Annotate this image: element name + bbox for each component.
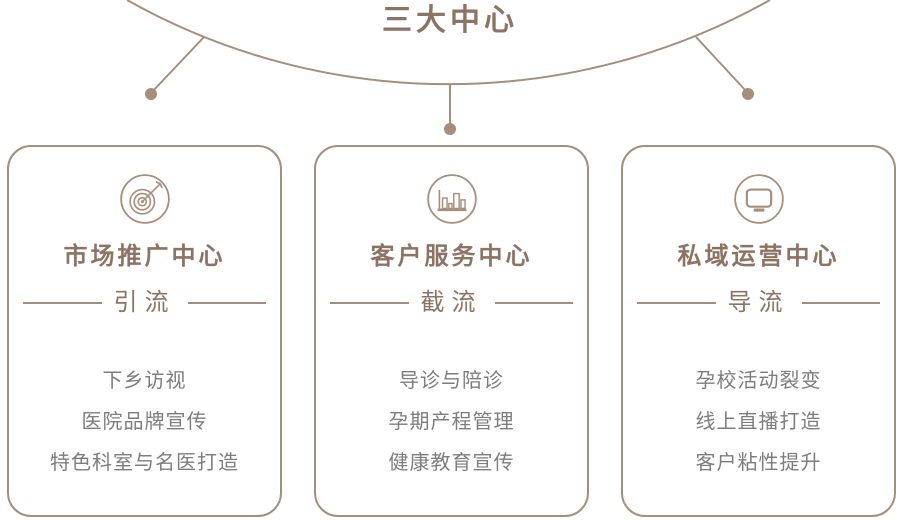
- bar-chart-icon: [426, 174, 477, 224]
- divider-left-line: [23, 302, 102, 304]
- card-customer-service-center: 客户服务中心 截流 导诊与陪诊 孕期产程管理 健康教育宣传: [314, 145, 589, 517]
- divider-left-line: [637, 302, 716, 304]
- card-tag: 引流: [113, 289, 176, 316]
- card-title: 客户服务中心: [370, 243, 533, 270]
- card-tag-divider: 引流: [9, 288, 280, 318]
- list-item: 导诊与陪诊: [399, 370, 504, 392]
- card-item-list: 导诊与陪诊 孕期产程管理 健康教育宣传: [389, 370, 515, 475]
- page-title: 三大中心: [382, 4, 518, 37]
- card-title: 市场推广中心: [63, 243, 226, 270]
- monitor-icon: [733, 174, 784, 224]
- arc-line: [126, 0, 771, 86]
- target-arrow-icon: [119, 174, 170, 224]
- list-item: 下乡访视: [102, 370, 187, 392]
- card-marketing-center: 市场推广中心 引流 下乡访视 医院品牌宣传 特色科室与名医打造: [7, 145, 282, 517]
- divider-right-line: [187, 302, 266, 304]
- center-cards-row: 市场推广中心 引流 下乡访视 医院品牌宣传 特色科室与名医打造: [7, 145, 896, 517]
- center-connector-dot: [444, 123, 456, 135]
- divider-left-line: [330, 302, 409, 304]
- card-private-domain-center: 私域运营中心 导流 孕校活动裂变 线上直播打造 客户粘性提升: [621, 145, 896, 517]
- divider-right-line: [801, 302, 880, 304]
- right-connector-line: [695, 36, 748, 93]
- right-connector-dot: [742, 88, 754, 100]
- list-item: 特色科室与名医打造: [50, 452, 239, 474]
- list-item: 孕校活动裂变: [695, 370, 822, 392]
- divider-right-line: [494, 302, 573, 304]
- card-item-list: 孕校活动裂变 线上直播打造 客户粘性提升: [696, 370, 822, 475]
- card-tag-divider: 导流: [623, 288, 894, 318]
- list-item: 线上直播打造: [695, 411, 822, 433]
- left-connector-dot: [145, 88, 157, 100]
- list-item: 客户粘性提升: [695, 452, 822, 474]
- list-item: 医院品牌宣传: [81, 411, 208, 433]
- left-connector-line: [151, 36, 205, 93]
- card-title: 私域运营中心: [677, 243, 840, 270]
- card-tag: 导流: [727, 289, 790, 316]
- card-tag-divider: 截流: [316, 288, 587, 318]
- card-tag: 截流: [420, 289, 483, 316]
- card-item-list: 下乡访视 医院品牌宣传 特色科室与名医打造: [50, 370, 239, 475]
- list-item: 孕期产程管理: [388, 411, 515, 433]
- list-item: 健康教育宣传: [388, 452, 515, 474]
